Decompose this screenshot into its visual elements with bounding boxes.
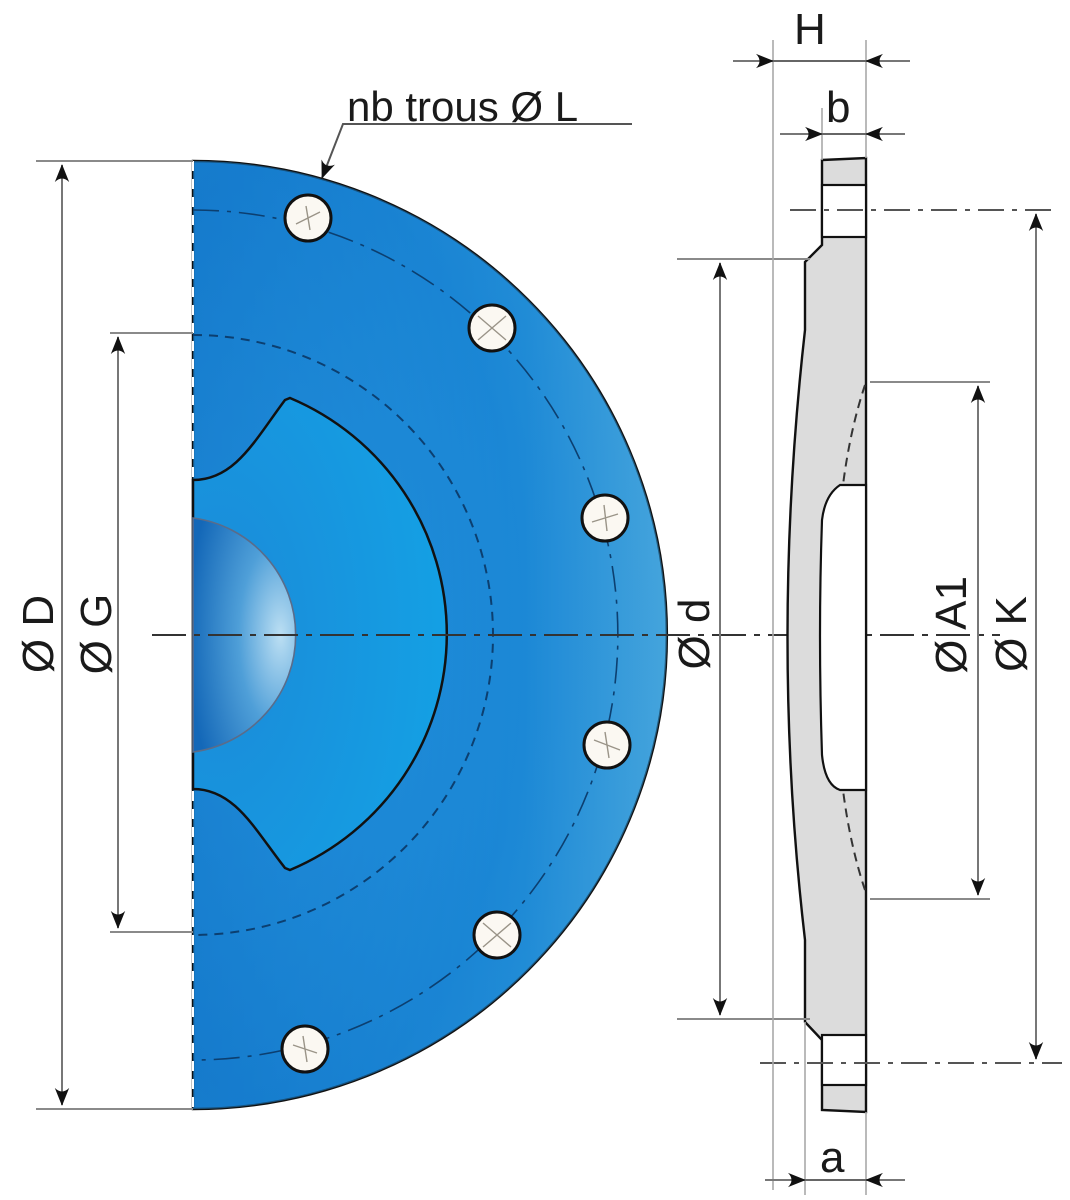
dimension-d-label: Ø d — [670, 598, 719, 670]
bolt-hole — [582, 720, 632, 770]
dimension-A1-label: Ø A1 — [927, 576, 976, 674]
dimension-H-label: H — [794, 5, 826, 54]
bolt-holes — [280, 193, 632, 1074]
bolt-hole — [280, 1024, 330, 1074]
side-view — [677, 40, 1062, 1195]
bolt-hole — [467, 303, 517, 353]
front-view — [152, 123, 1000, 1111]
left-dimensions — [36, 160, 193, 1110]
dimension-G-label: Ø G — [72, 593, 121, 675]
dimension-K-label: Ø K — [987, 596, 1036, 672]
dimension-D-label: Ø D — [14, 594, 63, 674]
inner-boss — [191, 396, 449, 872]
holes-label: nb trous Ø L — [347, 83, 579, 130]
center-dome — [192, 517, 297, 753]
bolt-hole — [472, 910, 522, 960]
holes-leader-line — [321, 123, 632, 179]
bolt-hole — [283, 193, 333, 243]
side-dimensions — [712, 53, 1044, 1188]
dimension-b-label: b — [826, 83, 851, 132]
bolt-hole — [580, 493, 630, 543]
dimension-a-label: a — [820, 1133, 845, 1182]
inner-recess — [818, 483, 868, 792]
